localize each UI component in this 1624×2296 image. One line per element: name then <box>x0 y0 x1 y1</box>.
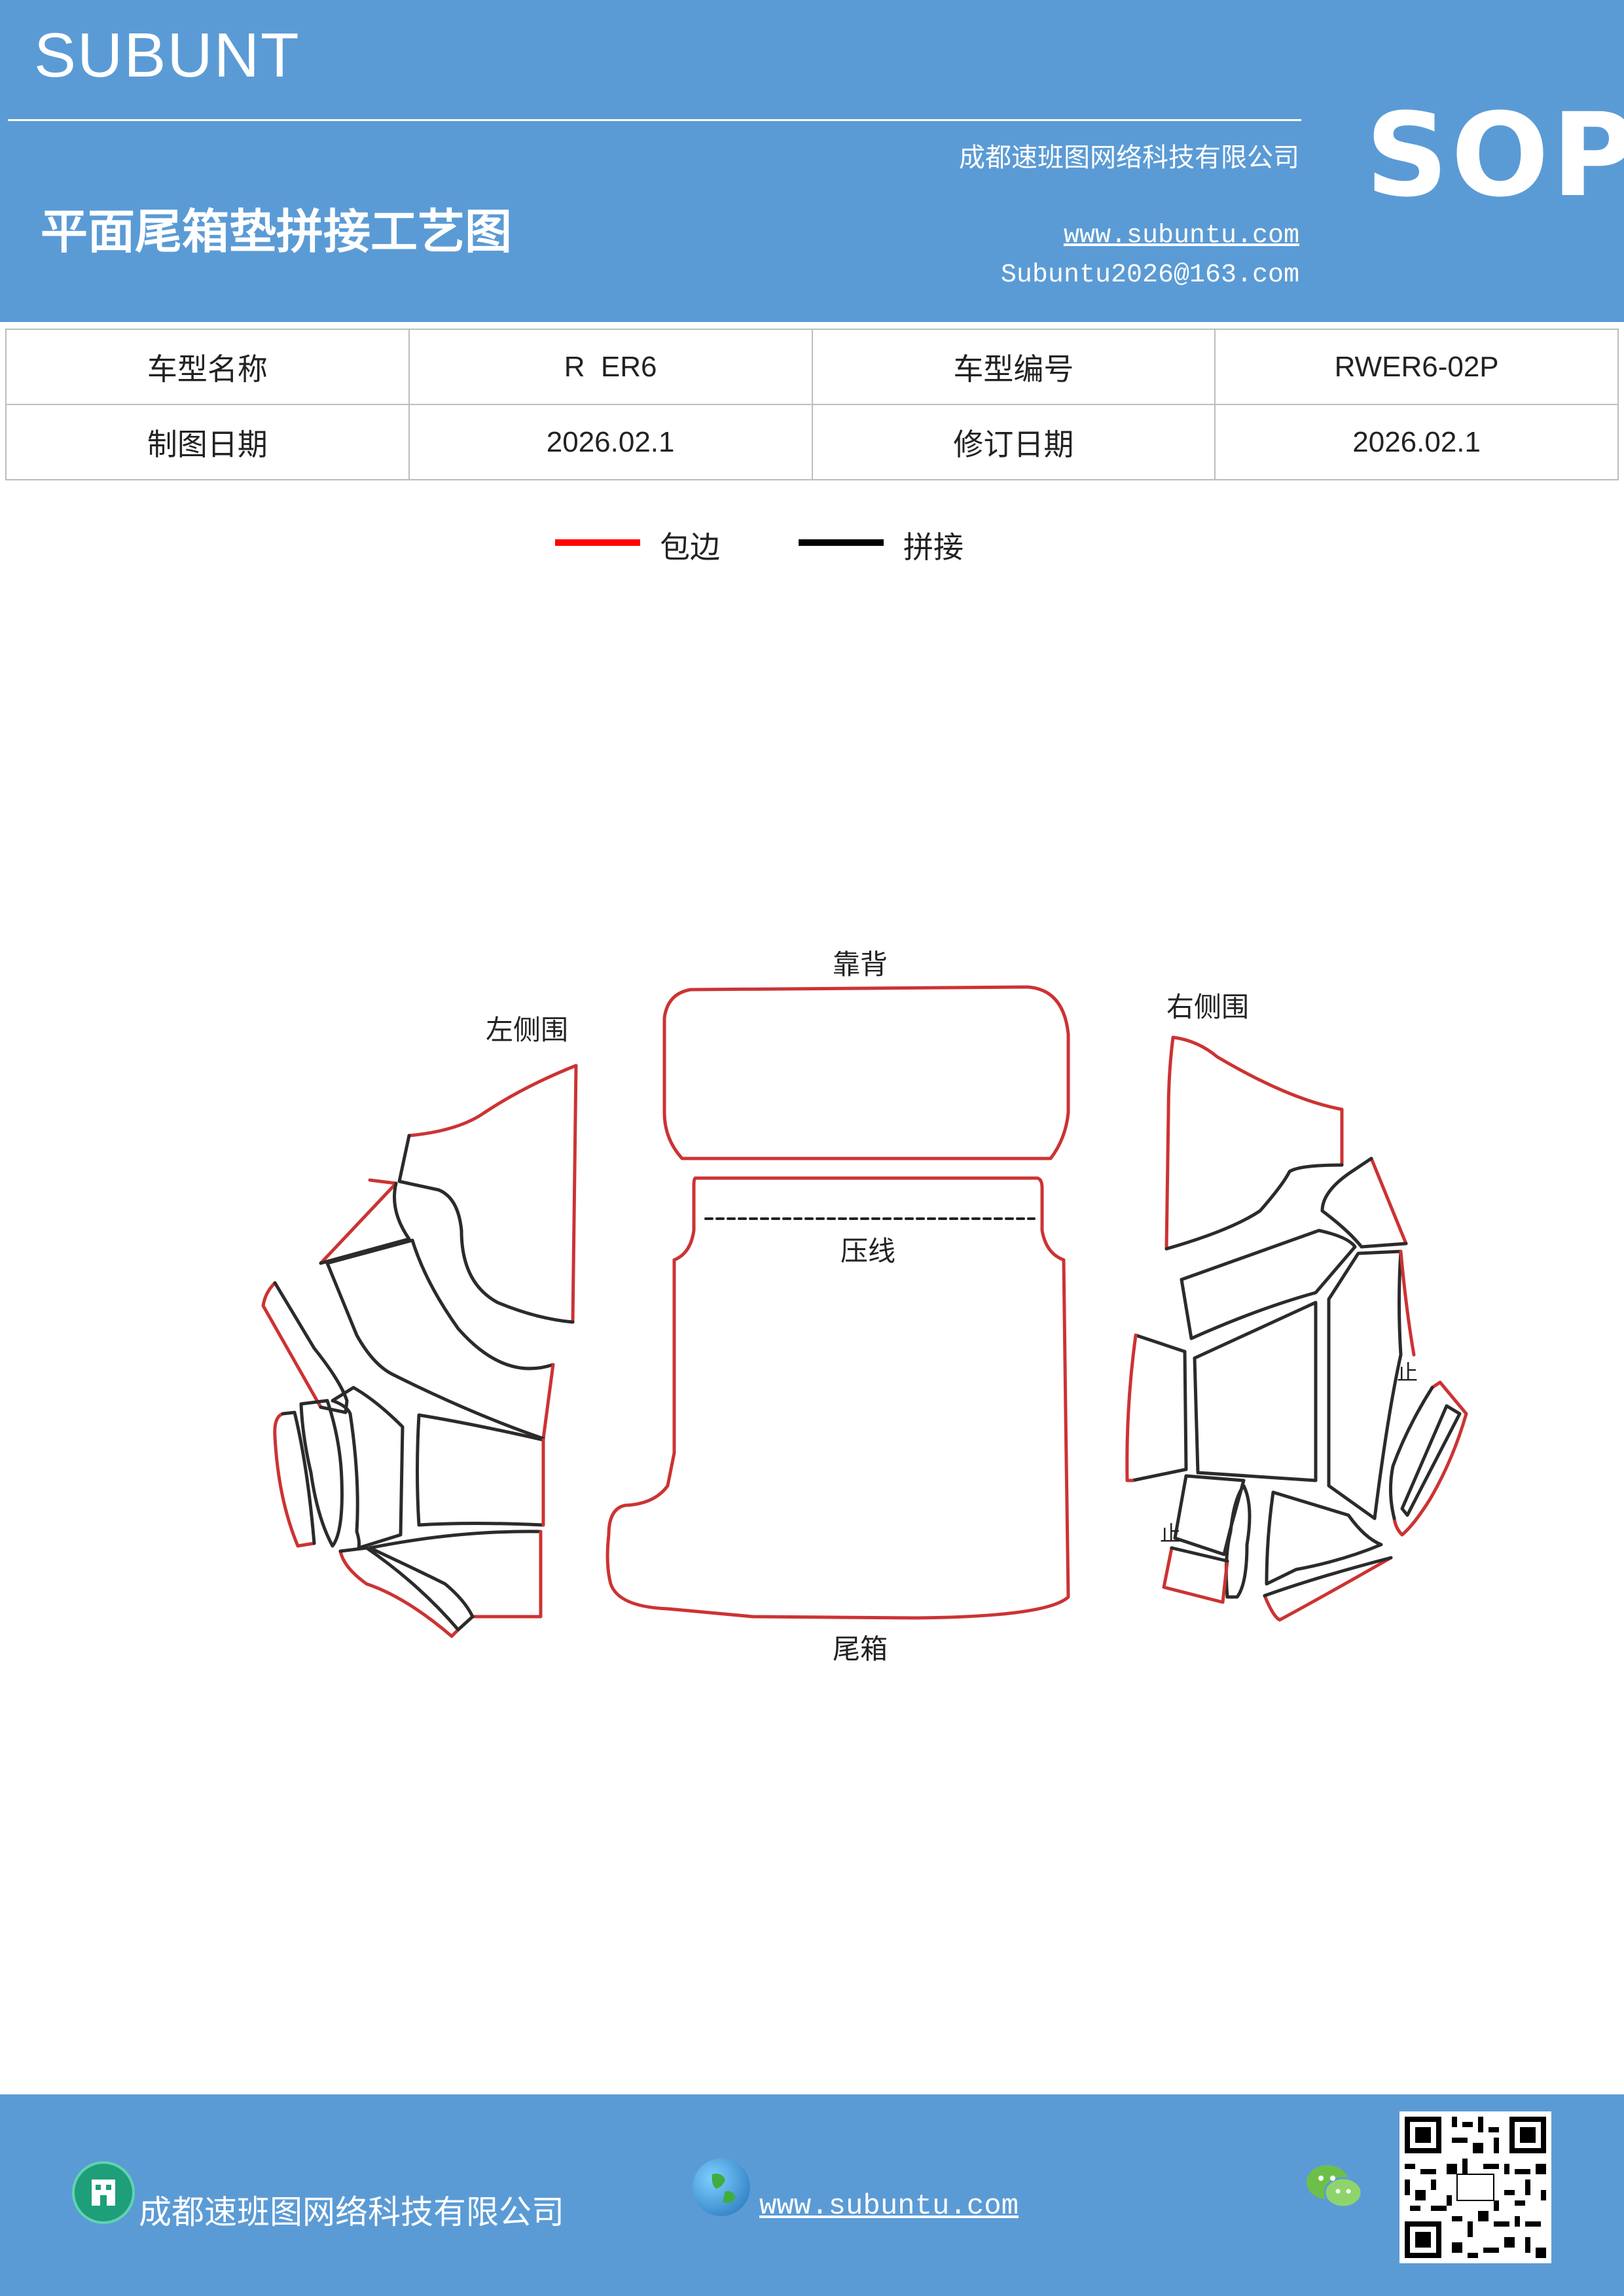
header-banner <box>0 0 1624 322</box>
right-slim-piece-1 <box>1392 1380 1468 1537</box>
header-divider <box>8 119 1301 121</box>
qr-code <box>1399 2111 1551 2263</box>
model-code-value: RWER6-02P <box>1214 329 1619 405</box>
right-bottom-piece-2 <box>1224 1484 1252 1599</box>
right-slim-piece-1-seam <box>1388 1386 1434 1520</box>
right-bottom-piece-3 <box>1265 1490 1383 1586</box>
back-label: 靠背 <box>833 948 888 980</box>
left-side-label: 左侧围 <box>486 1014 569 1046</box>
left-lower-rect-2-edge <box>471 1530 543 1619</box>
drawing-date-label: 制图日期 <box>5 404 410 480</box>
right-left-block-edge <box>1125 1333 1138 1482</box>
footer-company-name: 成都速班图网络科技有限公司 <box>139 2193 564 2231</box>
black-line-swatch <box>799 539 884 546</box>
model-name-value: R ER6 <box>408 329 813 405</box>
left-outer-strip-seam <box>273 1281 349 1414</box>
right-center-block <box>1193 1300 1318 1482</box>
right-upper-seam <box>1164 1163 1344 1251</box>
right-slim-piece-2 <box>1400 1404 1462 1517</box>
drawing-date-value: 2026.02.1 <box>408 404 813 480</box>
trunk-label: 尾箱 <box>833 1633 888 1665</box>
left-outer-strip <box>261 1281 323 1409</box>
red-line-swatch <box>555 539 640 546</box>
stop-mark-left: 止 <box>1160 1521 1182 1546</box>
left-narrow-strip-1 <box>273 1412 316 1548</box>
revision-date-label: 修订日期 <box>811 404 1216 480</box>
header-company-name: 成都速班图网络科技有限公司 <box>959 143 1299 173</box>
building-icon <box>72 2161 135 2224</box>
left-lower-rect-2 <box>368 1530 543 1550</box>
right-side-label: 右侧围 <box>1166 991 1250 1023</box>
right-fin-seam <box>1320 1157 1408 1249</box>
right-column-piece <box>1327 1249 1403 1520</box>
right-bottom-fin-seam <box>1263 1556 1393 1598</box>
header-email: Subuntu2026@163.com <box>1000 260 1299 290</box>
revision-date-value: 2026.02.1 <box>1214 404 1619 480</box>
backrest-panel <box>662 985 1070 1160</box>
left-bottom-fin <box>338 1549 460 1638</box>
right-bottom-small-block <box>1162 1546 1229 1604</box>
left-upper-piece-seam <box>397 1134 575 1324</box>
left-narrow-strip-2 <box>299 1399 344 1548</box>
left-mid-curve-edge <box>541 1363 555 1441</box>
left-bottom-fin-seam <box>338 1546 475 1632</box>
right-bottom-fin <box>1263 1556 1393 1622</box>
vehicle-info-table: 车型名称 R ER6 车型编号 RWER6-02P 制图日期 2026.02.1… <box>5 329 1619 480</box>
right-fin-piece <box>1369 1157 1408 1246</box>
brand-name: SUBUNT <box>34 20 300 90</box>
wechat-icon[interactable] <box>1304 2161 1364 2214</box>
left-lower-rect-2-seam <box>368 1546 475 1619</box>
legend-seam-label: 拼接 <box>903 529 964 565</box>
left-fin-seam <box>319 1181 411 1265</box>
stop-mark-right: 止 <box>1397 1360 1418 1385</box>
globe-icon <box>693 2159 750 2216</box>
right-column-edge <box>1399 1249 1416 1357</box>
trunk-floor-panel <box>605 1176 1070 1620</box>
left-mid-curve-piece <box>325 1238 555 1371</box>
crease-label: 压线 <box>840 1235 896 1267</box>
header-website-link[interactable]: www.subuntu.com <box>1063 221 1299 251</box>
footer-website-link[interactable]: www.subuntu.com <box>759 2190 1019 2223</box>
table-row: 制图日期 2026.02.1 修订日期 2026.02.1 <box>5 404 1619 480</box>
right-bottom-small-block-seam <box>1170 1546 1229 1563</box>
left-fin-piece <box>319 1178 398 1265</box>
document-title: 平面尾箱垫拼接工艺图 <box>41 204 513 259</box>
sop-badge: SOP <box>1365 88 1624 223</box>
legend-binding-label: 包边 <box>660 529 720 565</box>
right-mid-strip <box>1180 1229 1357 1340</box>
left-lower-rect-1 <box>416 1413 545 1527</box>
left-upper-piece <box>407 1064 578 1324</box>
model-code-label: 车型编号 <box>811 329 1216 405</box>
model-name-label: 车型名称 <box>5 329 410 405</box>
right-left-block <box>1130 1333 1188 1482</box>
left-mid-lower-seam <box>325 1261 545 1441</box>
left-narrow-strip-1-seam <box>281 1410 316 1545</box>
trunk-mat-diagram <box>261 985 1468 1638</box>
left-narrow-strip-3 <box>331 1386 405 1550</box>
right-upper-piece <box>1164 1035 1344 1251</box>
table-row: 车型名称 R ER6 车型编号 RWER6-02P <box>5 329 1619 405</box>
